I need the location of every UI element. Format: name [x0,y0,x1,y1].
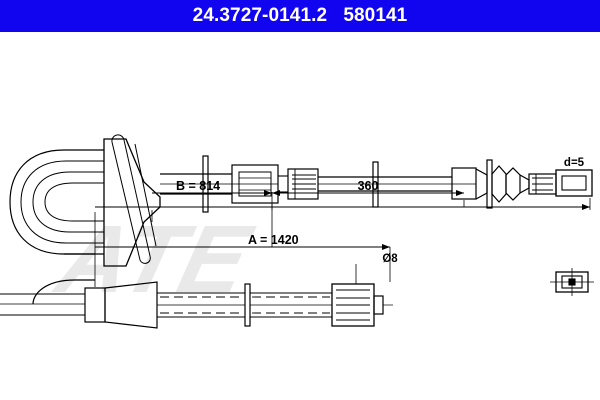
bellows-section-2 [505,167,521,201]
dim-arrow-360-left [272,190,280,196]
cable-sheath-inner-left-2 [44,182,104,222]
drawing-canvas: ATE [0,134,594,329]
bell-boot-rib-cap-2 [139,255,151,264]
label-360: 360 [358,179,379,193]
dimension-lines [94,190,591,287]
end-ferrule-block [451,167,477,200]
dim-arrow-360-right [456,190,464,196]
detail-outer-rect [555,271,589,293]
lower-cable-branch [0,231,393,329]
lower-cone-ferrule [104,281,158,329]
cable-clamp-disc [486,159,493,209]
cable-sheath-inner-left [32,171,104,233]
header-title: 24.3727-0141.2 580141 [192,5,408,26]
end-fitting-detail-symbol [550,268,594,296]
dimension-labels: B = 814 360 A = 1420 d=5 Ø8 [176,157,585,265]
detail-mid-rect [561,275,583,289]
upper-cable-assembly [9,134,593,267]
bell-boot-rib-3 [134,143,157,247]
cable-sheath-outer-left-2 [20,160,104,244]
cone-taper-1 [475,168,488,200]
lower-clamp-ring [244,283,251,327]
right-terminal-eyelet [561,175,587,191]
label-d8: Ø8 [382,253,398,265]
dim-arrow-overall-right [582,204,590,210]
cable-clamp-ring-1 [202,155,209,213]
bellows-section [491,165,507,203]
lower-end-nub [373,295,384,315]
bell-boot-rib-cap-1 [111,134,125,143]
dim-arrow-A-right [382,244,390,250]
technical-drawing: ATE [0,32,600,400]
lower-sheath-to-ferrule-top [32,279,95,305]
label-B: B = 814 [176,179,220,193]
dim-arrow-B-right [264,190,272,196]
cable-sheath-outer-left [9,149,104,255]
bell-boot-rib-1 [111,141,141,261]
header-bar: 24.3727-0141.2 580141 [0,0,600,32]
ate-watermark: ATE [46,205,263,312]
bell-boot-rib-2 [123,139,151,257]
right-terminal-block [555,169,593,197]
detail-inner-rect [568,278,576,286]
watermark-text: ATE [46,205,263,312]
taper-to-sleeve [519,174,530,194]
label-A: A = 1420 [248,233,299,247]
label-d5: d=5 [564,157,585,169]
